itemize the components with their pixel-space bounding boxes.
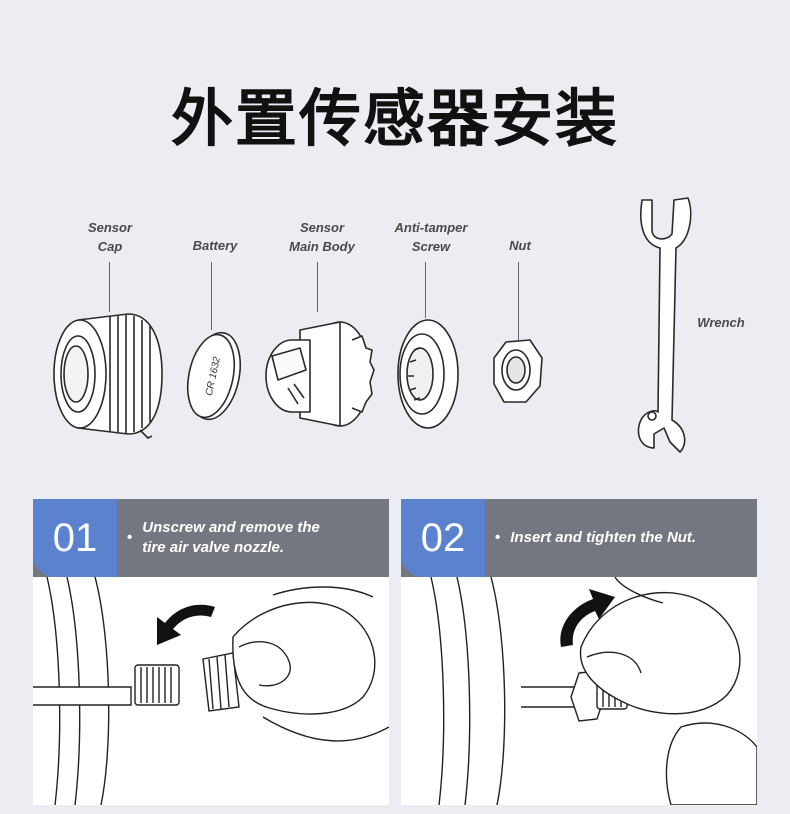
leader-line-nut: [518, 262, 519, 340]
step-number-01: 01: [33, 499, 117, 577]
sensor-main-body-drawing: [265, 321, 375, 427]
rotate-arrow-icon: [560, 589, 615, 647]
step-card-01: 01 • Unscrew and remove the tire air val…: [33, 499, 389, 805]
step-text-01-line1: Unscrew and remove the: [142, 519, 320, 536]
step-02-illustration: [430, 577, 757, 805]
bullet-icon: •: [127, 529, 133, 546]
parts-illustration: CR 1632: [53, 197, 692, 453]
sensor-cap-drawing: [53, 313, 163, 439]
step-text-02-line1: Insert and tighten the Nut.: [510, 529, 697, 546]
leader-line-screw: [425, 262, 426, 318]
label-battery: Battery: [175, 236, 255, 255]
anti-tamper-screw-drawing: [397, 319, 459, 429]
leader-line-body: [317, 262, 318, 312]
battery-drawing: [186, 331, 241, 421]
step-text-02-body: Insert and tighten the Nut.: [510, 528, 696, 548]
label-wrench: Wrench: [685, 313, 757, 332]
rotate-arrow-icon: [157, 604, 215, 645]
wrench-drawing: [637, 197, 692, 453]
step-text-01: • Unscrew and remove the tire air valve …: [127, 499, 382, 577]
label-nut: Nut: [490, 236, 550, 255]
label-nut-text: Nut: [509, 238, 531, 253]
page-title: 外置传感器安装: [170, 82, 619, 155]
leader-line-cap: [109, 262, 110, 312]
bullet-icon: •: [495, 529, 501, 546]
step-01-illustration: [33, 577, 389, 805]
leader-line-battery: [211, 262, 212, 330]
step-card-02: 02 • Insert and tighten the Nut.: [401, 499, 757, 805]
nut-drawing: [493, 339, 543, 403]
label-battery-text: Battery: [192, 238, 238, 253]
step-text-01-body: Unscrew and remove the tire air valve no…: [142, 518, 320, 558]
step-number-02: 02: [401, 499, 485, 577]
label-wrench-text: Wrench: [697, 315, 745, 330]
step-text-01-line2: tire air valve nozzle.: [142, 539, 284, 556]
step-text-02: • Insert and tighten the Nut.: [495, 499, 750, 577]
